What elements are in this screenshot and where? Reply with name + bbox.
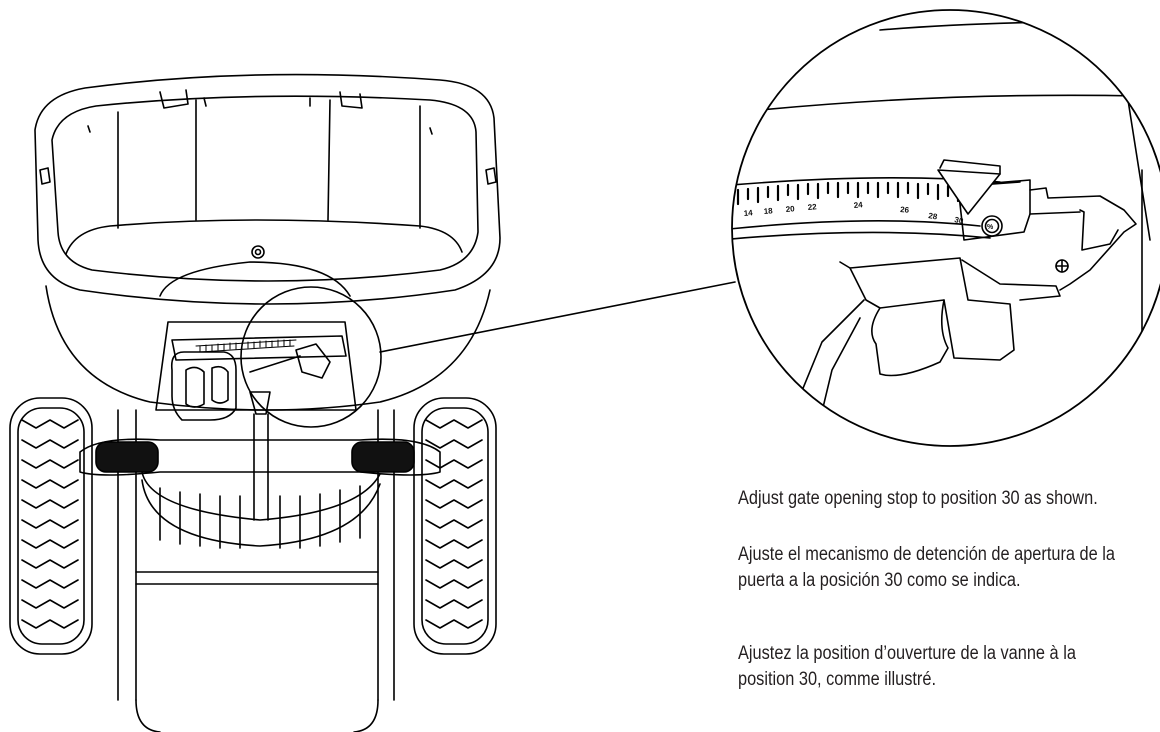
- scale-tick-labels: 14 18 20 22 24 26 28 30 %: [743, 200, 994, 231]
- left-wheel: [9, 397, 93, 655]
- tick-label-20: 20: [785, 204, 795, 214]
- stop-knob: [981, 215, 1003, 237]
- tick-label-24: 24: [853, 200, 863, 210]
- gate-scale: [736, 181, 960, 206]
- tick-label-26: 26: [900, 205, 910, 215]
- magnifier-circle: [731, 9, 1160, 447]
- tick-label-22: 22: [807, 202, 817, 212]
- spreader-illustration: [9, 73, 736, 732]
- detail-highlight-circle: [240, 286, 382, 428]
- tick-label-28: 28: [928, 211, 939, 222]
- instruction-french: Ajustez la position d’ouverture de la va…: [738, 643, 1076, 690]
- detail-magnifier: 14 18 20 22 24 26 28 30 %: [731, 9, 1160, 447]
- tick-label-14: 14: [743, 208, 753, 218]
- right-wheel: [413, 397, 497, 655]
- tick-label-30: 30: [954, 215, 965, 226]
- pointer-triangle: [937, 169, 1001, 215]
- knob-label: %: [987, 224, 994, 231]
- instruction-english: Adjust gate opening stop to position 30 …: [738, 488, 1098, 509]
- tick-label-18: 18: [763, 206, 773, 216]
- hopper: [34, 73, 501, 305]
- leader-line: [379, 281, 736, 353]
- instruction-spanish: Ajuste el mecanismo de detención de aper…: [738, 544, 1115, 591]
